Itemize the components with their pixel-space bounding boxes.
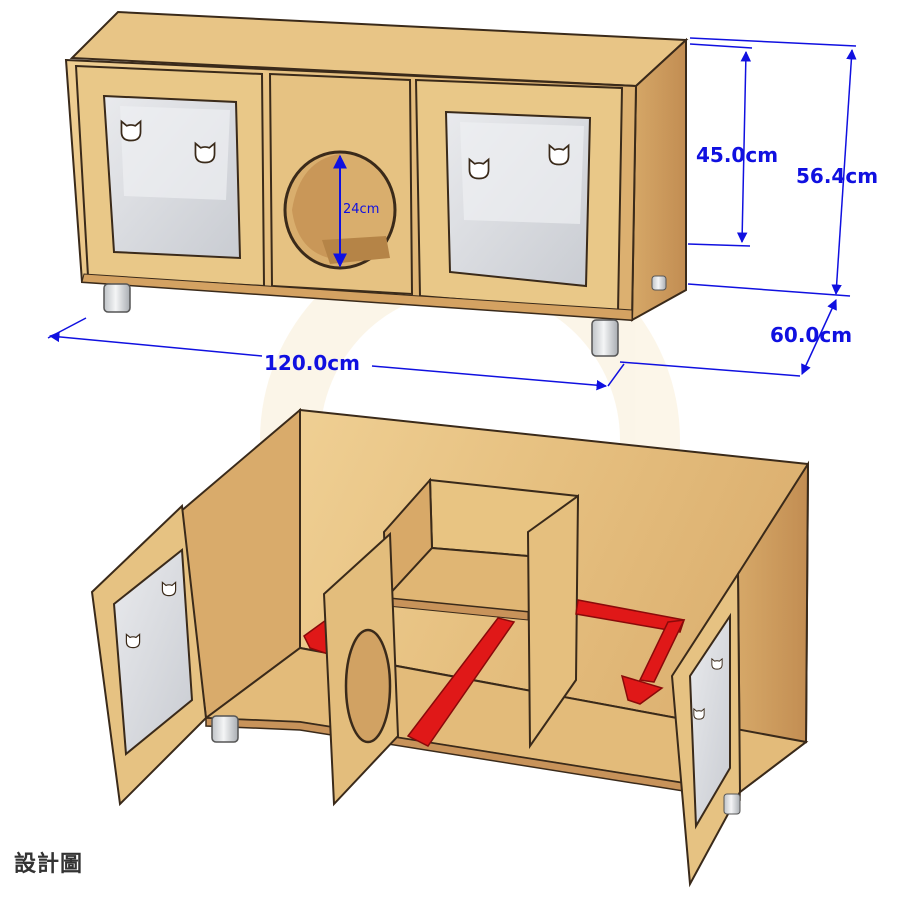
cat-head-icon <box>468 158 490 180</box>
label-width: 120.0cm <box>264 351 360 375</box>
leg <box>103 283 131 313</box>
leg <box>591 319 619 357</box>
leg <box>723 793 741 815</box>
dim-line-60 <box>801 299 837 375</box>
cat-head-icon <box>120 120 142 142</box>
dim-line-56 <box>831 48 857 296</box>
leg <box>651 275 667 291</box>
caption: 設計圖 <box>14 852 84 877</box>
dim-line-120 <box>371 365 608 391</box>
cat-head-icon <box>161 581 177 597</box>
label-depth: 60.0cm <box>770 323 852 347</box>
cat-head-icon <box>125 633 141 649</box>
cat-head-icon <box>711 658 723 670</box>
leg <box>211 715 239 743</box>
assembled-cabinet <box>64 10 689 357</box>
dim-line-45 <box>736 50 752 244</box>
cat-head-icon <box>693 708 705 720</box>
cat-head-icon <box>548 144 570 166</box>
cat-head-icon <box>194 142 216 164</box>
dimensions <box>47 37 857 391</box>
left-open-door-window <box>112 548 194 756</box>
middle-door-hole <box>344 628 392 744</box>
center-divider <box>526 494 580 750</box>
label-height-inner: 45.0cm <box>696 143 778 167</box>
label-height-total: 56.4cm <box>796 164 878 188</box>
arrow-icon <box>303 599 686 747</box>
label-hole-diameter: 24cm <box>343 202 379 217</box>
open-cabinet <box>90 407 810 888</box>
